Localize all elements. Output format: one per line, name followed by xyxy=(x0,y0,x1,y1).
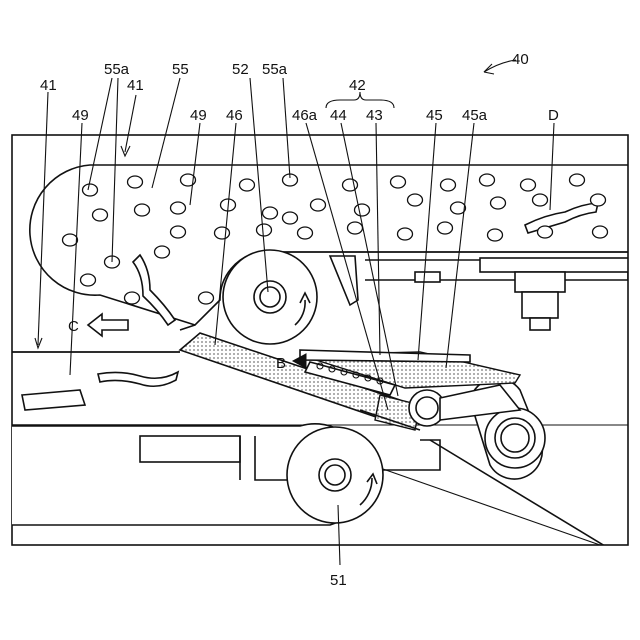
perforation-55a xyxy=(391,176,406,188)
perforation-55a xyxy=(128,176,143,188)
perforation-55a xyxy=(593,226,608,238)
perforation-55a xyxy=(283,212,298,224)
label-b: B xyxy=(276,355,286,372)
perforation-55a xyxy=(438,222,453,234)
perforation-55a xyxy=(171,202,186,214)
label-55a-right: 55a xyxy=(262,61,288,78)
label-55a-top: 55a xyxy=(104,61,130,78)
perforation-55a xyxy=(451,202,466,214)
perforation-55a xyxy=(215,227,230,239)
perforation-55a xyxy=(263,207,278,219)
roller-51 xyxy=(287,427,383,523)
perforation-55a xyxy=(408,194,423,206)
perforation-55a xyxy=(81,274,96,286)
label-45a: 45a xyxy=(462,107,488,124)
label-43: 43 xyxy=(366,107,383,124)
label-45: 45 xyxy=(426,107,443,124)
label-41-left: 41 xyxy=(40,77,57,94)
label-55: 55 xyxy=(172,61,189,78)
perforation-55a xyxy=(135,204,150,216)
perforation-55a xyxy=(533,194,548,206)
perforation-55a xyxy=(570,174,585,186)
perforation-55a xyxy=(63,234,78,246)
perforation-55a xyxy=(125,292,140,304)
perforation-55a xyxy=(538,226,553,238)
perforation-55a xyxy=(83,184,98,196)
perforation-55a xyxy=(398,228,413,240)
perforation-55a xyxy=(171,226,186,238)
perforation-55a xyxy=(93,209,108,221)
lower-conveyor-belt xyxy=(12,424,440,525)
perforation-55a xyxy=(348,222,363,234)
perforation-55a xyxy=(441,179,456,191)
label-51: 51 xyxy=(330,572,347,589)
perforation-55a xyxy=(311,199,326,211)
label-d: D xyxy=(548,107,559,124)
perforation-55a xyxy=(591,194,606,206)
perforation-55a xyxy=(491,197,506,209)
perforation-55a xyxy=(155,246,170,258)
label-40: 40 xyxy=(512,51,529,68)
perforation-55a xyxy=(521,179,536,191)
label-44: 44 xyxy=(330,107,347,124)
perforation-55a xyxy=(257,224,272,236)
sheet-piece xyxy=(22,372,178,410)
label-41-top: 41 xyxy=(127,77,144,94)
perforation-55a xyxy=(488,229,503,241)
perforation-55a xyxy=(298,227,313,239)
arrow-c xyxy=(88,314,128,336)
label-49-mid: 49 xyxy=(190,107,207,124)
label-49-left: 49 xyxy=(72,107,89,124)
label-46a: 46a xyxy=(292,107,318,124)
label-42: 42 xyxy=(349,77,366,94)
label-c: C xyxy=(68,318,79,335)
perforation-55a xyxy=(199,292,214,304)
label-46: 46 xyxy=(226,107,243,124)
perforation-55a xyxy=(240,179,255,191)
perforation-55a xyxy=(480,174,495,186)
perforation-55a xyxy=(355,204,370,216)
label-52: 52 xyxy=(232,61,249,78)
